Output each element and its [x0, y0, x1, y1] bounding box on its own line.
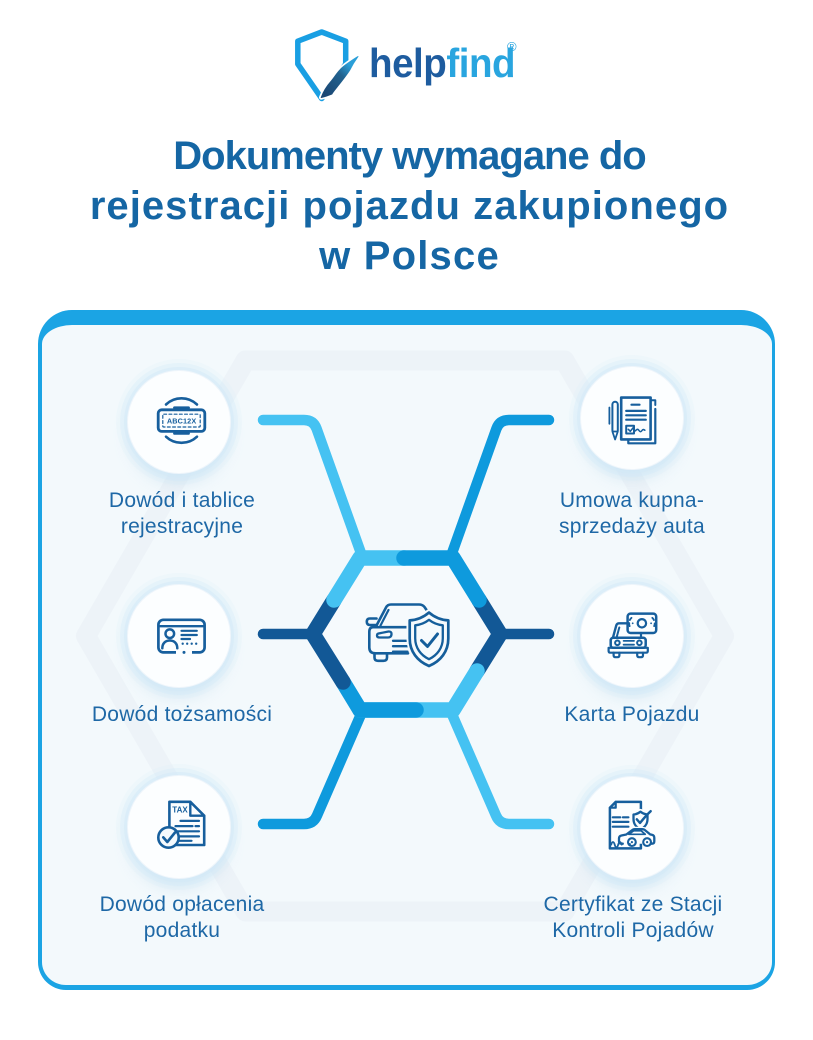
- svg-text:ABC12X: ABC12X: [167, 417, 196, 426]
- svg-text:TAX: TAX: [172, 805, 188, 814]
